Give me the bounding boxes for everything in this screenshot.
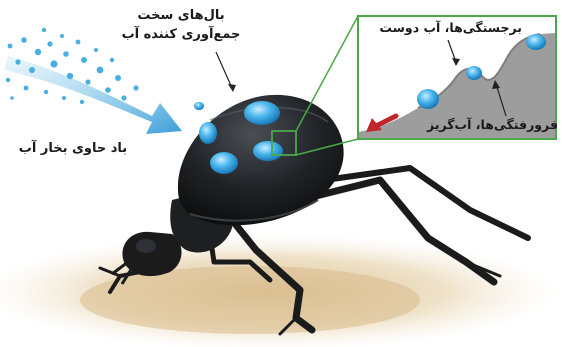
elytra-label: بال‌های سخت جمع‌آوری کننده آب [116,6,246,44]
hydrophilic-label: برجستگی‌ها، آب دوست [362,20,522,35]
elytra-pointer [216,52,232,88]
zoom-connector-top [296,16,358,131]
hydrophobic-label: فرورفتگی‌ها، آب‌گریز [400,117,558,132]
sand-ground-dark [80,266,420,334]
wind-label: باد حاوی بخار آب [6,141,140,156]
elytra-label-line2: جمع‌آوری کننده آب [116,25,246,44]
elytra-label-line1: بال‌های سخت [116,6,246,25]
